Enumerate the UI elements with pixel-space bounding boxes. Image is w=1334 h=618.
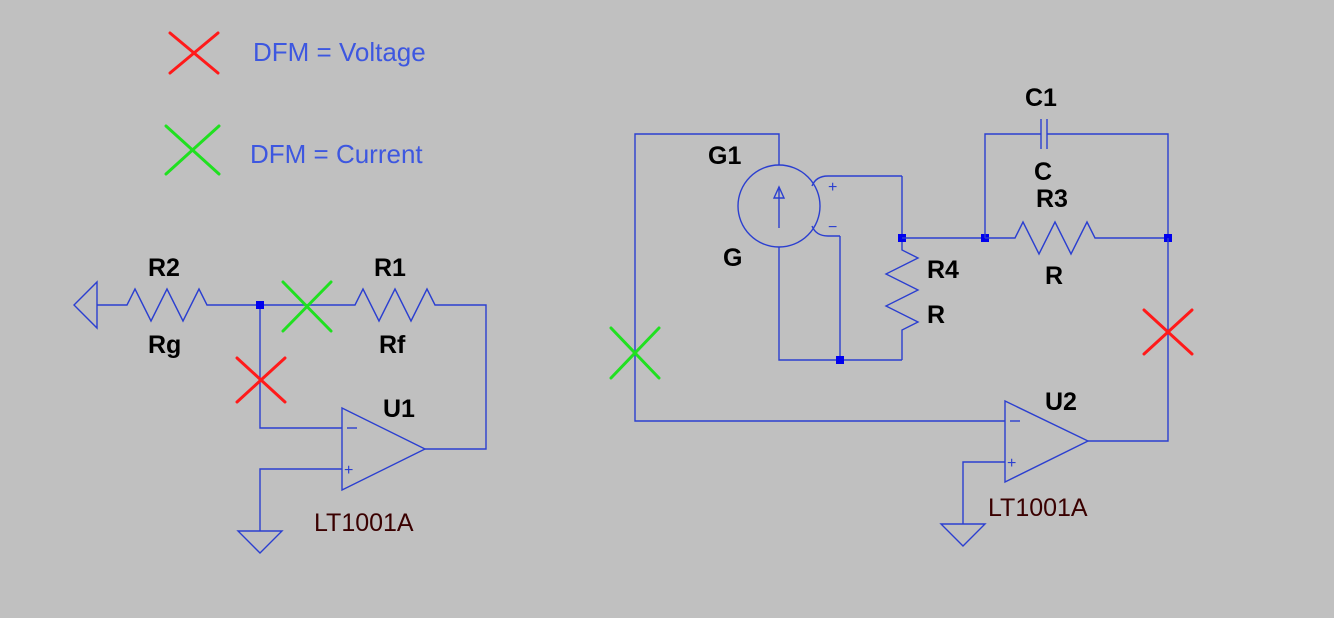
r3-ref: R3 <box>1036 185 1068 213</box>
current-marker-left <box>281 280 333 333</box>
capacitor-c1[interactable] <box>984 119 1169 238</box>
voltage-marker-left <box>235 356 287 404</box>
output-node-wire <box>1088 238 1169 442</box>
noninverting-input-wire <box>962 461 1005 524</box>
g1-minus-pin-label: − <box>828 219 837 236</box>
u1-part: LT1001A <box>314 509 414 537</box>
source-bottom-wire <box>778 247 902 361</box>
current-marker-right <box>609 326 661 380</box>
resistor-r4[interactable] <box>884 176 920 360</box>
c1-value: C <box>1034 158 1052 186</box>
u1-ref: U1 <box>383 395 415 423</box>
r4-value: R <box>927 301 945 329</box>
r2-ref: R2 <box>148 254 180 282</box>
u2-part: LT1001A <box>988 494 1088 522</box>
opamp-u2[interactable]: + <box>1004 399 1090 484</box>
legend-voltage-label: DFM = Voltage <box>253 37 426 67</box>
feedback-wire <box>634 133 1005 422</box>
voltage-marker-icon <box>168 31 220 75</box>
voltage-marker-right <box>1142 308 1194 356</box>
current-source-g1[interactable]: + − <box>737 164 902 248</box>
legend-current: DFM = Current <box>164 124 423 176</box>
r3-value: R <box>1045 262 1063 290</box>
r4-ref: R4 <box>927 256 959 284</box>
current-marker-icon <box>164 124 221 176</box>
inverting-input-wire <box>259 309 342 429</box>
legend-current-label: DFM = Current <box>250 139 423 169</box>
u2-plus-pin-label: + <box>1007 455 1016 472</box>
junction-node <box>256 301 264 309</box>
resistor-r3[interactable] <box>985 220 1168 256</box>
r1-ref: R1 <box>374 254 406 282</box>
r2-value: Rg <box>148 331 181 359</box>
opamp-u1[interactable]: + <box>341 406 427 492</box>
left-circuit: R2 Rg R1 Rf + U1 LT1001A <box>73 254 487 554</box>
signal-source-flag-icon <box>73 280 98 330</box>
r1-value: Rf <box>379 331 406 359</box>
g1-ref: G1 <box>708 142 741 170</box>
u2-ref: U2 <box>1045 388 1077 416</box>
junction-node <box>836 356 844 364</box>
ground-icon <box>236 530 284 554</box>
u1-plus-pin-label: + <box>344 462 353 479</box>
legend-voltage: DFM = Voltage <box>168 31 426 75</box>
right-circuit: + − G1 G R4 R R3 R C1 C <box>609 84 1194 547</box>
ground-icon <box>939 523 987 547</box>
resistor-r1[interactable] <box>260 287 487 450</box>
c1-ref: C1 <box>1025 84 1057 112</box>
g1-value: G <box>723 244 742 272</box>
g1-plus-pin-label: + <box>828 179 837 196</box>
resistor-r2[interactable] <box>97 287 260 323</box>
noninverting-input-wire <box>259 468 342 531</box>
